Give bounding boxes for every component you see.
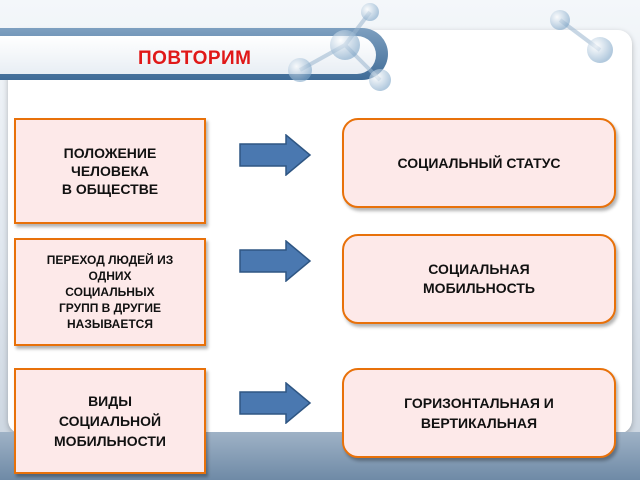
answer-label: СОЦИАЛЬНЫЙ СТАТУС (397, 155, 561, 171)
header-inner (0, 36, 376, 74)
right-arrow-icon (239, 240, 312, 282)
molecule-graphic (288, 3, 613, 91)
term-label: ВИДЫ СОЦИАЛЬНОЙ МОБИЛЬНОСТИ (54, 393, 166, 449)
term-label: ПОЛОЖЕНИЕ ЧЕЛОВЕКА В ОБЩЕСТВЕ (61, 145, 159, 197)
term-box-mobility: ПЕРЕХОД ЛЮДЕЙ ИЗ ОДНИХ СОЦИАЛЬНЫХ ГРУПП … (14, 238, 206, 346)
term-box-status: ПОЛОЖЕНИЕ ЧЕЛОВЕКА В ОБЩЕСТВЕ (14, 118, 206, 224)
answer-box-types: ГОРИЗОНТАЛЬНАЯ И ВЕРТИКАЛЬНАЯ (342, 368, 616, 458)
slide-card (8, 30, 632, 434)
answer-label: СОЦИАЛЬНАЯ МОБИЛЬНОСТЬ (423, 261, 535, 296)
term-box-types: ВИДЫ СОЦИАЛЬНОЙ МОБИЛЬНОСТИ (14, 368, 206, 474)
answer-label: ГОРИЗОНТАЛЬНАЯ И ВЕРТИКАЛЬНАЯ (404, 395, 554, 431)
answer-box-status: СОЦИАЛЬНЫЙ СТАТУС (342, 118, 616, 208)
slide-title: ПОВТОРИМ (138, 48, 252, 69)
term-label: ПЕРЕХОД ЛЮДЕЙ ИЗ ОДНИХ СОЦИАЛЬНЫХ ГРУПП … (46, 253, 174, 331)
right-arrow-icon (239, 134, 312, 176)
answer-box-mobility: СОЦИАЛЬНАЯ МОБИЛЬНОСТЬ (342, 234, 616, 324)
right-arrow-icon (239, 382, 312, 424)
